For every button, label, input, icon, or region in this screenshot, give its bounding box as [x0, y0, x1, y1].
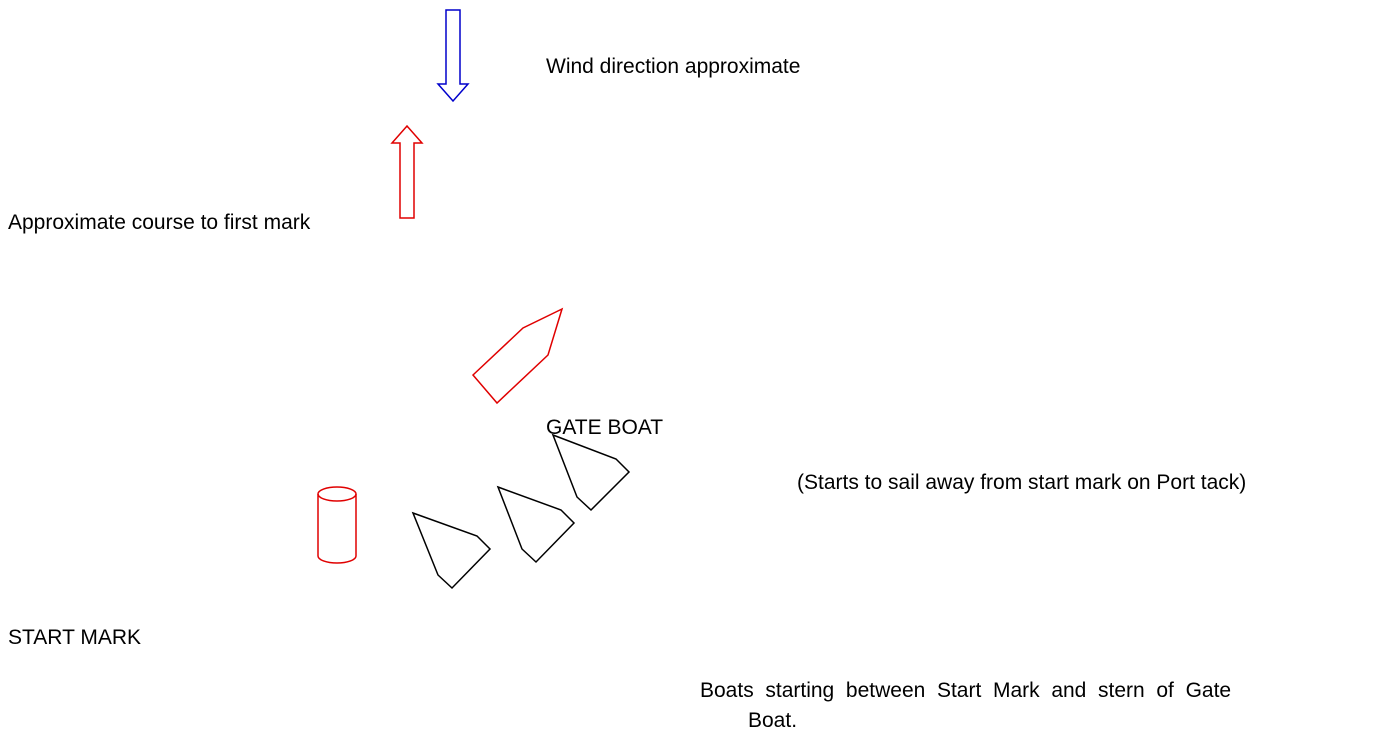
wind-direction-label: Wind direction approximate	[546, 55, 801, 78]
course-to-first-mark-label: Approximate course to first mark	[8, 211, 311, 234]
start-mark-label: START MARK	[8, 626, 142, 649]
boats-starting-note: Boats starting between Start Mark and st…	[700, 676, 1350, 736]
gate-boat-icon	[471, 307, 564, 405]
port-tack-note-label: (Starts to sail away from start mark on …	[797, 471, 1247, 494]
starting-boat-icon	[551, 433, 631, 512]
gate-boat-label: GATE BOAT	[546, 416, 664, 439]
boats-starting-note-line1: Boats starting between Start Mark and st…	[700, 679, 1232, 702]
wind-direction-arrow-icon	[436, 9, 470, 103]
start-mark-buoy-icon	[317, 486, 357, 564]
starting-boat-icon	[411, 511, 492, 590]
boats-starting-note-line2: Boat.	[748, 709, 798, 732]
starting-boat-icon	[496, 485, 576, 564]
course-arrow-icon	[390, 124, 424, 219]
